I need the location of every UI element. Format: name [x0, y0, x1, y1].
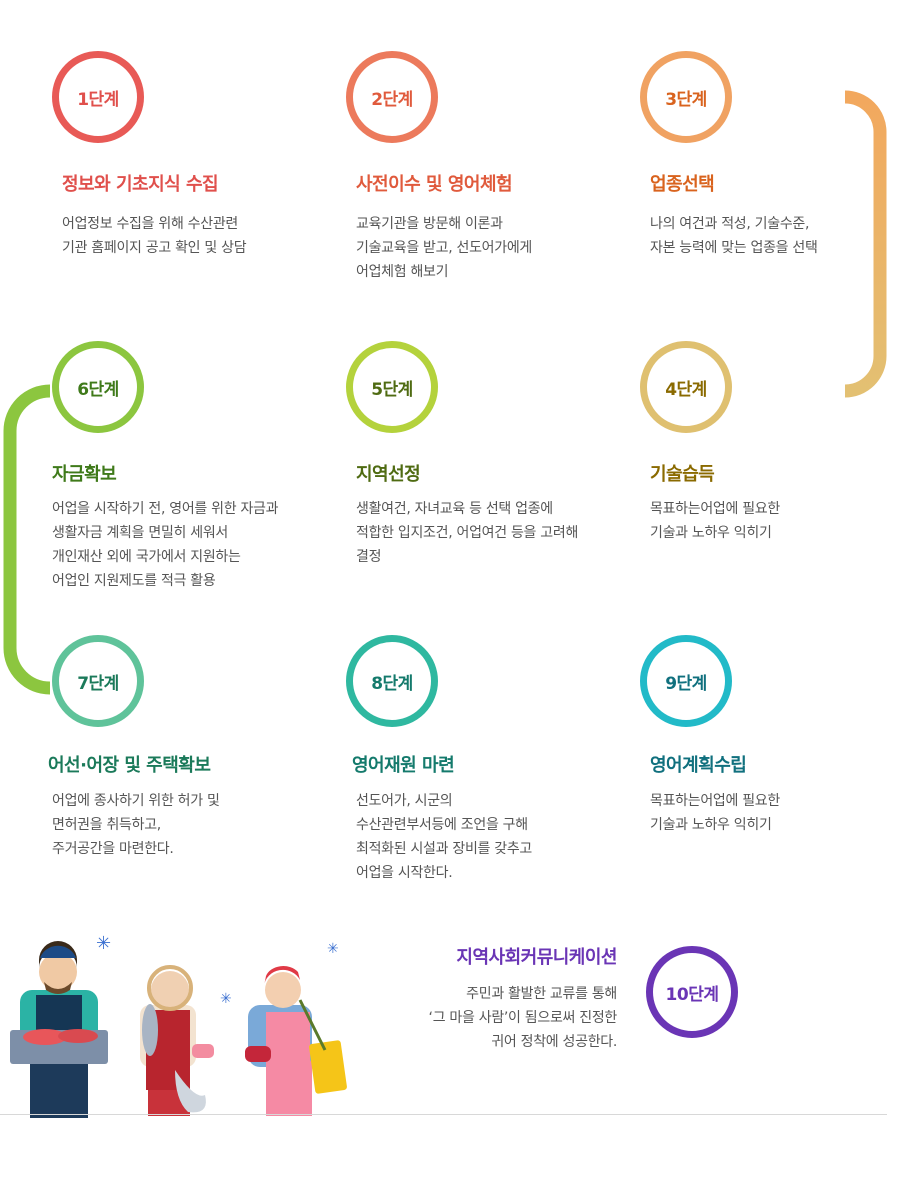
step-8-circle: 8단계 — [346, 635, 438, 727]
step-10-title: 지역사회커뮤니케이션 — [456, 947, 617, 968]
step-5-circle: 5단계 — [346, 341, 438, 433]
step-8-desc: 선도어가, 시군의 수산관련부서등에 조언을 구해 최적화된 시설과 장비를 갖… — [356, 793, 532, 881]
step-1-desc: 어업정보 수집을 위해 수산관련 기관 홈페이지 공고 확인 및 상담 — [62, 216, 247, 256]
bottom-divider — [0, 1114, 887, 1115]
step-4-title: 기술습득 — [650, 464, 715, 485]
step-4-desc: 목표하는어업에 필요한 기술과 노하우 익히기 — [650, 501, 780, 541]
sparkle-icon: ✳ — [327, 941, 339, 957]
step-4-circle: 4단계 — [640, 341, 732, 433]
step-3-title: 업종선택 — [650, 174, 715, 195]
fisherman-illustration — [10, 941, 108, 1118]
step-5-title: 지역선정 — [356, 464, 421, 485]
grandmother-illustration — [140, 965, 214, 1116]
step-5-desc: 생활여건, 자녀교육 등 선택 업종에 적합한 입지조건, 어업여건 등을 고려… — [356, 501, 579, 565]
step-6-circle: 6단계 — [52, 341, 144, 433]
step-2-title: 사전이수 및 영어체험 — [356, 174, 513, 195]
step-9-title: 영어계획수립 — [650, 755, 747, 776]
step-7-circle: 7단계 — [52, 635, 144, 727]
step-9-circle: 9단계 — [640, 635, 732, 727]
sparkle-icon: ✳ — [96, 933, 112, 954]
step-6-desc: 어업을 시작하기 전, 영어를 위한 자금과 생활자금 계획을 면밀히 세워서 … — [52, 501, 279, 589]
step-7-desc: 어업에 종사하기 위한 허가 및 면허권을 취득하고, 주거공간을 마련한다. — [52, 793, 220, 857]
step-9-desc: 목표하는어업에 필요한 기술과 노하우 익히기 — [650, 793, 780, 833]
step-6-title: 자금확보 — [52, 464, 117, 485]
step-1-title: 정보와 기초지식 수집 — [62, 174, 219, 195]
step-7-title: 어선·어장 및 주택확보 — [48, 755, 211, 776]
step-10-desc: 주민과 활발한 교류를 통해 ‘그 마을 사람’이 됨으로써 진정한 귀어 정착… — [428, 986, 618, 1050]
step-1-circle: 1단계 — [52, 51, 144, 143]
step-2-desc: 교육기관을 방문해 이론과 기술교육을 받고, 선도어가에게 어업체험 해보기 — [356, 216, 532, 280]
step-3-desc: 나의 여건과 적성, 기술수준, 자본 능력에 맞는 업종을 선택 — [650, 216, 818, 256]
step-10-circle: 10단계 — [646, 946, 738, 1038]
step-8-title: 영어재원 마련 — [352, 755, 455, 776]
sparkle-icon: ✳ — [220, 991, 232, 1007]
fisherwoman-illustration — [245, 966, 347, 1116]
track-turn-left — [3, 384, 51, 695]
step-3-circle: 3단계 — [640, 51, 732, 143]
step-2-circle: 2단계 — [346, 51, 438, 143]
track-turn-right — [844, 90, 887, 398]
